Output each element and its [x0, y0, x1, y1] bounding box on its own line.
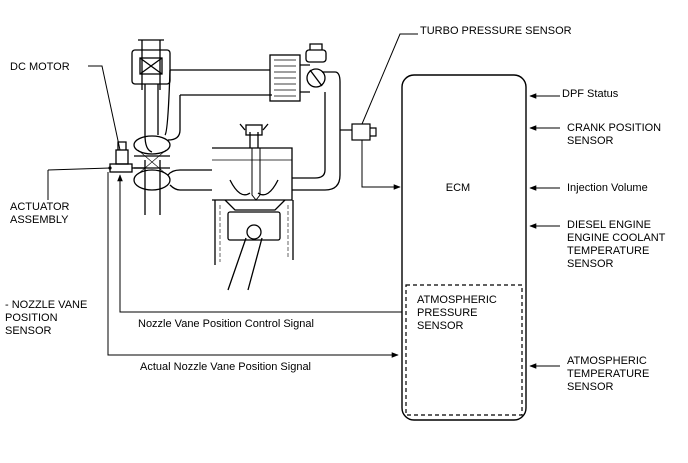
- actuator-assembly-label: ACTUATOR ASSEMBLY: [10, 201, 73, 226]
- intake-pipe: [141, 40, 161, 90]
- turbo-pressure-sensor-label: TURBO PRESSURE SENSOR: [420, 25, 572, 37]
- atmospheric-pressure-sensor-label: ATMOSPHERIC PRESSURE SENSOR: [417, 294, 500, 332]
- nozzle-vane-position-sensor-label: - NOZZLE VANE POSITION SENSOR: [5, 299, 90, 337]
- turbo-pressure-sensor: [340, 33, 418, 190]
- control-signal-line: [117, 174, 402, 313]
- ecm-module: ECM ATMOSPHERIC PRESSURE SENSOR: [401, 74, 527, 421]
- intercooler-icon: [269, 54, 301, 102]
- input-label-injection-volume: Injection Volume: [567, 182, 648, 194]
- input-label-coolant-temp: DIESEL ENGINE ENGINE COOLANT TEMPERATURE…: [567, 219, 668, 270]
- input-label-dpf-status: DPF Status: [562, 88, 619, 100]
- actuator-leader: [47, 167, 111, 171]
- actual-signal-label: Actual Nozzle Vane Position Signal: [140, 361, 311, 373]
- actuator-icon: [109, 163, 133, 173]
- input-label-atmospheric-temp: ATMOSPHERIC TEMPERATURE SENSOR: [567, 355, 652, 393]
- signal-lines: [107, 172, 402, 358]
- atmospheric-pressure-sensor-box: [405, 284, 523, 416]
- dc-motor-leader: [88, 65, 121, 151]
- actual-signal-line: [107, 172, 399, 358]
- turbo-pressure-sensor-icon: [351, 123, 371, 141]
- control-signal-label: Nozzle Vane Position Control Signal: [138, 318, 314, 330]
- ecm-inputs: [529, 93, 560, 369]
- throttle-icon: [306, 68, 326, 88]
- dc-motor-label: DC MOTOR: [10, 61, 70, 73]
- air-filter-icon: [131, 49, 171, 85]
- piston-icon: [227, 211, 281, 241]
- dc-motor-icon: [115, 149, 129, 165]
- input-label-crank-position: CRANK POSITION SENSOR: [567, 122, 664, 147]
- ecm-label: ECM: [446, 182, 470, 194]
- engine-illustration: [109, 39, 341, 291]
